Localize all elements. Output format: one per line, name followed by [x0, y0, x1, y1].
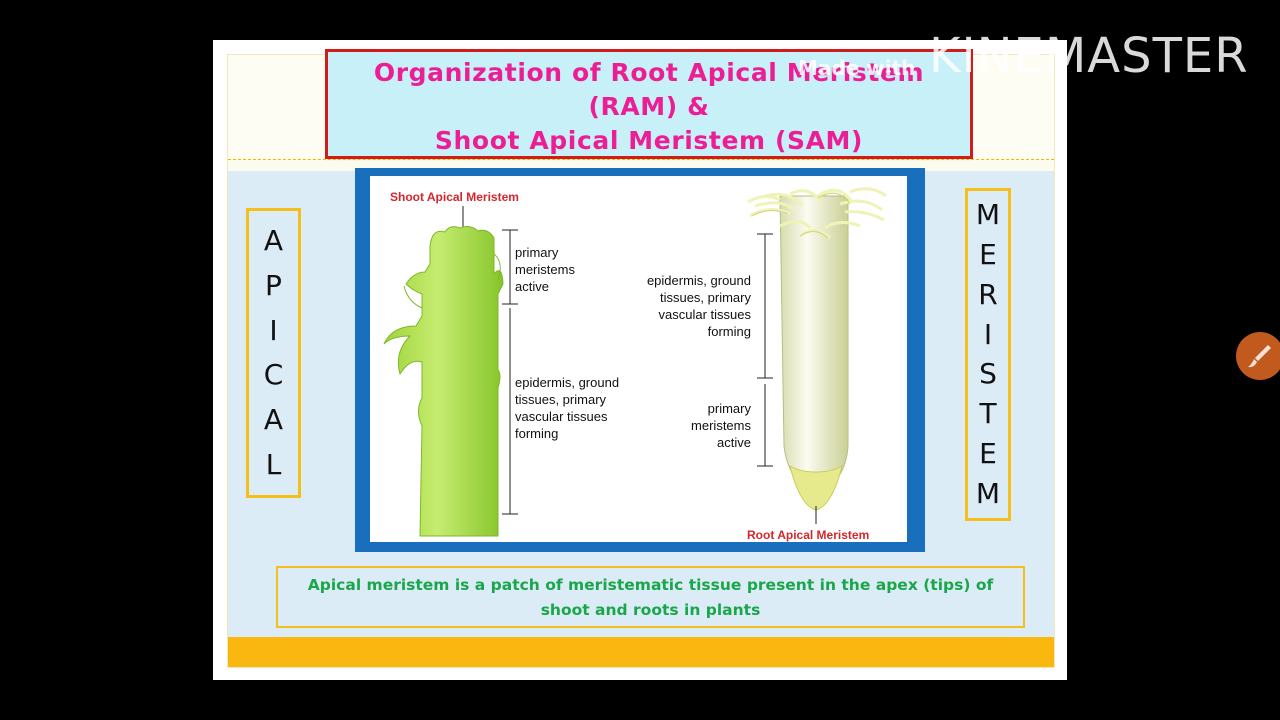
meristem-letter: S: [979, 357, 997, 391]
meristem-letter: M: [975, 477, 1001, 511]
meristem-letter: E: [979, 237, 997, 271]
meristem-letter: E: [979, 437, 997, 471]
root-primary-meristems-label: primary meristems active: [691, 401, 751, 450]
meristem-letter: M: [975, 197, 1001, 231]
note-line-2: shoot and roots in plants: [540, 601, 761, 619]
apical-letter: C: [263, 358, 284, 392]
slide-title: Organization of Root Apical Meristem (RA…: [325, 49, 973, 159]
apical-letter: A: [263, 224, 284, 258]
meristem-letter: R: [978, 277, 998, 311]
meristem-letter: I: [983, 317, 993, 351]
meristem-letter: T: [979, 397, 997, 431]
diagram-panel: Shoot Apical Meristem primary meristems …: [370, 176, 907, 542]
root-tissues-forming-label: epidermis, ground tissues, primary vascu…: [646, 273, 751, 339]
title-line-1: Organization of Root Apical Meristem: [373, 58, 925, 87]
brush-tool-button[interactable]: [1236, 332, 1280, 380]
title-line-3: Shoot Apical Meristem (SAM): [434, 126, 864, 155]
footer-bar: [228, 637, 1054, 667]
shoot-primary-meristems-label: primary meristems active: [515, 245, 575, 294]
diagram-frame: Shoot Apical Meristem primary meristems …: [355, 168, 925, 552]
paint-brush-icon: [1248, 345, 1271, 368]
apical-letter: L: [265, 447, 282, 481]
note-line-1: Apical meristem is a patch of meristemat…: [307, 576, 994, 594]
root-illustration: [747, 187, 887, 524]
definition-note: Apical meristem is a patch of meristemat…: [276, 566, 1025, 628]
apical-vertical-label: A P I C A L: [246, 208, 301, 498]
meristem-illustration: [383, 187, 887, 537]
shoot-apical-meristem-label: Shoot Apical Meristem: [390, 190, 519, 204]
shoot-tissues-forming-label: epidermis, ground tissues, primary vascu…: [515, 375, 620, 441]
apical-letter: I: [269, 313, 278, 347]
watermark-made-with: Made with: [798, 56, 916, 80]
title-line-2: (RAM) &: [588, 92, 710, 121]
apical-letter: P: [265, 268, 282, 302]
apical-letter: A: [263, 402, 284, 436]
watermark-brand: KINEMASTER: [929, 28, 1249, 84]
shoot-illustration: [383, 206, 504, 537]
root-apical-meristem-label: Root Apical Meristem: [747, 528, 870, 542]
meristem-vertical-label: M E R I S T E M: [965, 188, 1011, 521]
